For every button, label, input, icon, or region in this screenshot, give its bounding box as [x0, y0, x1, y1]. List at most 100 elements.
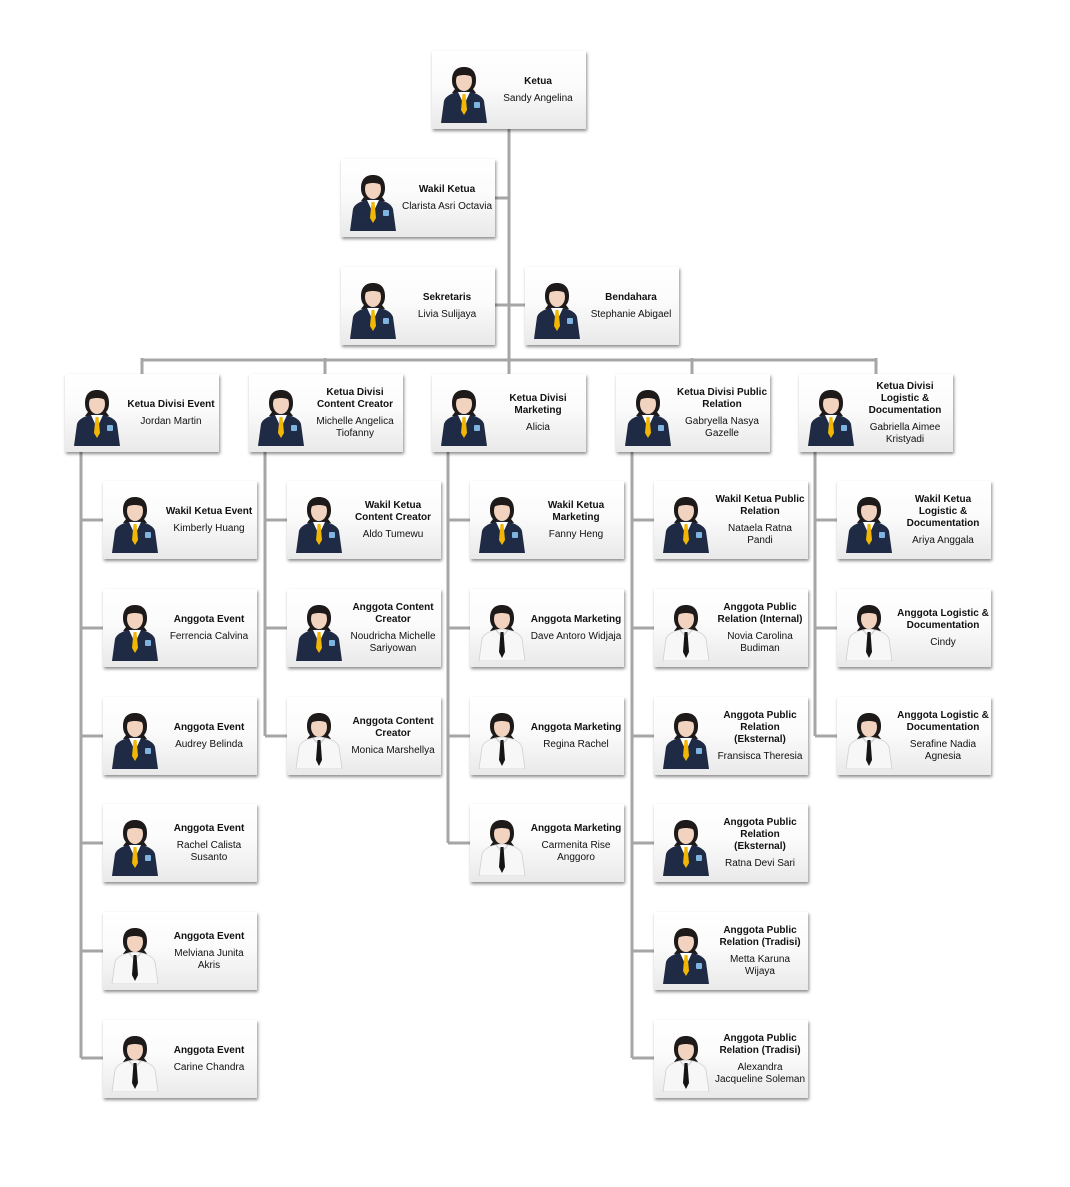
member-role: Anggota Event [173, 930, 245, 942]
member-photo [347, 273, 399, 339]
member-role: Ketua Divisi Event [127, 398, 215, 410]
member-name: Regina Rachel [543, 738, 609, 750]
member-photo [805, 380, 857, 446]
member-role: Wakil Ketua Event [165, 505, 253, 517]
card-anggota-pr-eksternal-1: Anggota Public Relation (Eksternal)Frans… [654, 697, 808, 775]
member-role: Bendahara [605, 291, 657, 303]
member-name: Ferrencia Calvina [169, 630, 249, 642]
member-name: Serafine Nadia Agnesia [909, 738, 977, 762]
member-name: Michelle Angelica Tiofanny [316, 415, 394, 439]
member-role: Anggota Logistic & Documentation [897, 607, 989, 631]
member-role: Wakil Ketua [418, 183, 476, 195]
member-role: Anggota Public Relation (Tradisi) [719, 1032, 801, 1056]
member-photo [843, 595, 895, 661]
member-photo [109, 595, 161, 661]
member-role: Anggota Event [173, 721, 245, 733]
member-photo [531, 273, 583, 339]
member-photo [660, 810, 712, 876]
member-photo [71, 380, 123, 446]
member-photo [660, 487, 712, 553]
member-name: Carine Chandra [173, 1061, 245, 1073]
member-role: Ketua Divisi Marketing [509, 392, 567, 416]
member-photo [660, 918, 712, 984]
member-role: Anggota Marketing [530, 721, 622, 733]
member-name: Ratna Devi Sari [724, 857, 796, 869]
member-role: Wakil Ketua Public Relation [715, 493, 805, 517]
card-anggota-pr-eksternal-2: Anggota Public Relation (Eksternal) Ratna… [654, 804, 808, 882]
member-role: Ketua Divisi Content Creator [316, 386, 394, 410]
member-photo [293, 595, 345, 661]
member-photo [109, 810, 161, 876]
member-photo [438, 57, 490, 123]
card-anggota-pr-internal: Anggota Public Relation (Internal) Novia … [654, 589, 808, 667]
member-photo [109, 703, 161, 769]
member-photo [843, 487, 895, 553]
member-photo [476, 487, 528, 553]
member-name: Aldo Tumewu [362, 528, 424, 540]
member-name: Novia Carolina Budiman [727, 630, 793, 654]
member-name: Carmenita Rise Anggoro [541, 839, 611, 863]
member-photo [109, 1026, 161, 1092]
member-photo [622, 380, 674, 446]
member-role: Anggota Event [173, 822, 245, 834]
member-name: Cindy [930, 636, 956, 648]
member-photo [476, 703, 528, 769]
member-role: Wakil Ketua Marketing [547, 499, 605, 523]
member-name: Gabriella Aimee Kristyadi [869, 421, 941, 445]
member-name: Alicia [526, 421, 550, 433]
member-name: Kimberly Huang [173, 522, 245, 534]
member-name: Sandy Angelina [503, 92, 573, 104]
member-photo [293, 487, 345, 553]
member-name: Ariya Anggala [912, 534, 974, 546]
member-role: Wakil Ketua Content Creator [354, 499, 432, 523]
member-role: Ketua Divisi Public Relation [676, 386, 768, 410]
member-photo [476, 595, 528, 661]
member-role: Ketua Divisi Logistic & Documentation [868, 380, 942, 416]
member-name: Dave Antoro Widjaja [530, 630, 622, 642]
member-name: Rachel Calista Susanto [176, 839, 242, 863]
member-photo [255, 380, 307, 446]
member-name: Melviana Junita Akris [174, 947, 244, 971]
member-name: Stephanie Abigael [590, 308, 672, 320]
member-name: Nataela Ratna Pandi [728, 522, 792, 546]
member-photo [347, 165, 399, 231]
member-photo [293, 703, 345, 769]
member-role: Wakil Ketua Logistic & Documentation [906, 493, 980, 529]
member-name: Jordan Martin [140, 415, 202, 427]
member-name: Metta Karuna Wijaya [729, 953, 791, 977]
member-role: Anggota Content Creator [352, 601, 434, 625]
card-anggota-pr-tradisi-1: Anggota Public Relation (Tradisi)Metta K… [654, 912, 808, 990]
member-name: Gabryella Nasya Gazelle [685, 415, 759, 439]
member-role: Anggota Marketing [530, 822, 622, 834]
member-photo [109, 918, 161, 984]
member-photo [476, 810, 528, 876]
member-role: Anggota Public Relation (Eksternal) [723, 816, 797, 852]
member-name: Alexandra Jacqueline Soleman [714, 1061, 806, 1085]
member-photo [109, 487, 161, 553]
member-role: Anggota Public Relation (Internal) [717, 601, 803, 625]
member-name: Noudricha Michelle Sariyowan [350, 630, 436, 654]
member-role: Anggota Content Creator [352, 715, 434, 739]
member-name: Clarista Asri Octavia [401, 200, 493, 212]
member-role: Anggota Public Relation (Eksternal) [723, 709, 797, 745]
member-photo [843, 703, 895, 769]
card-anggota-pr-tradisi-2: Anggota Public Relation (Tradisi) Alexand… [654, 1020, 808, 1098]
